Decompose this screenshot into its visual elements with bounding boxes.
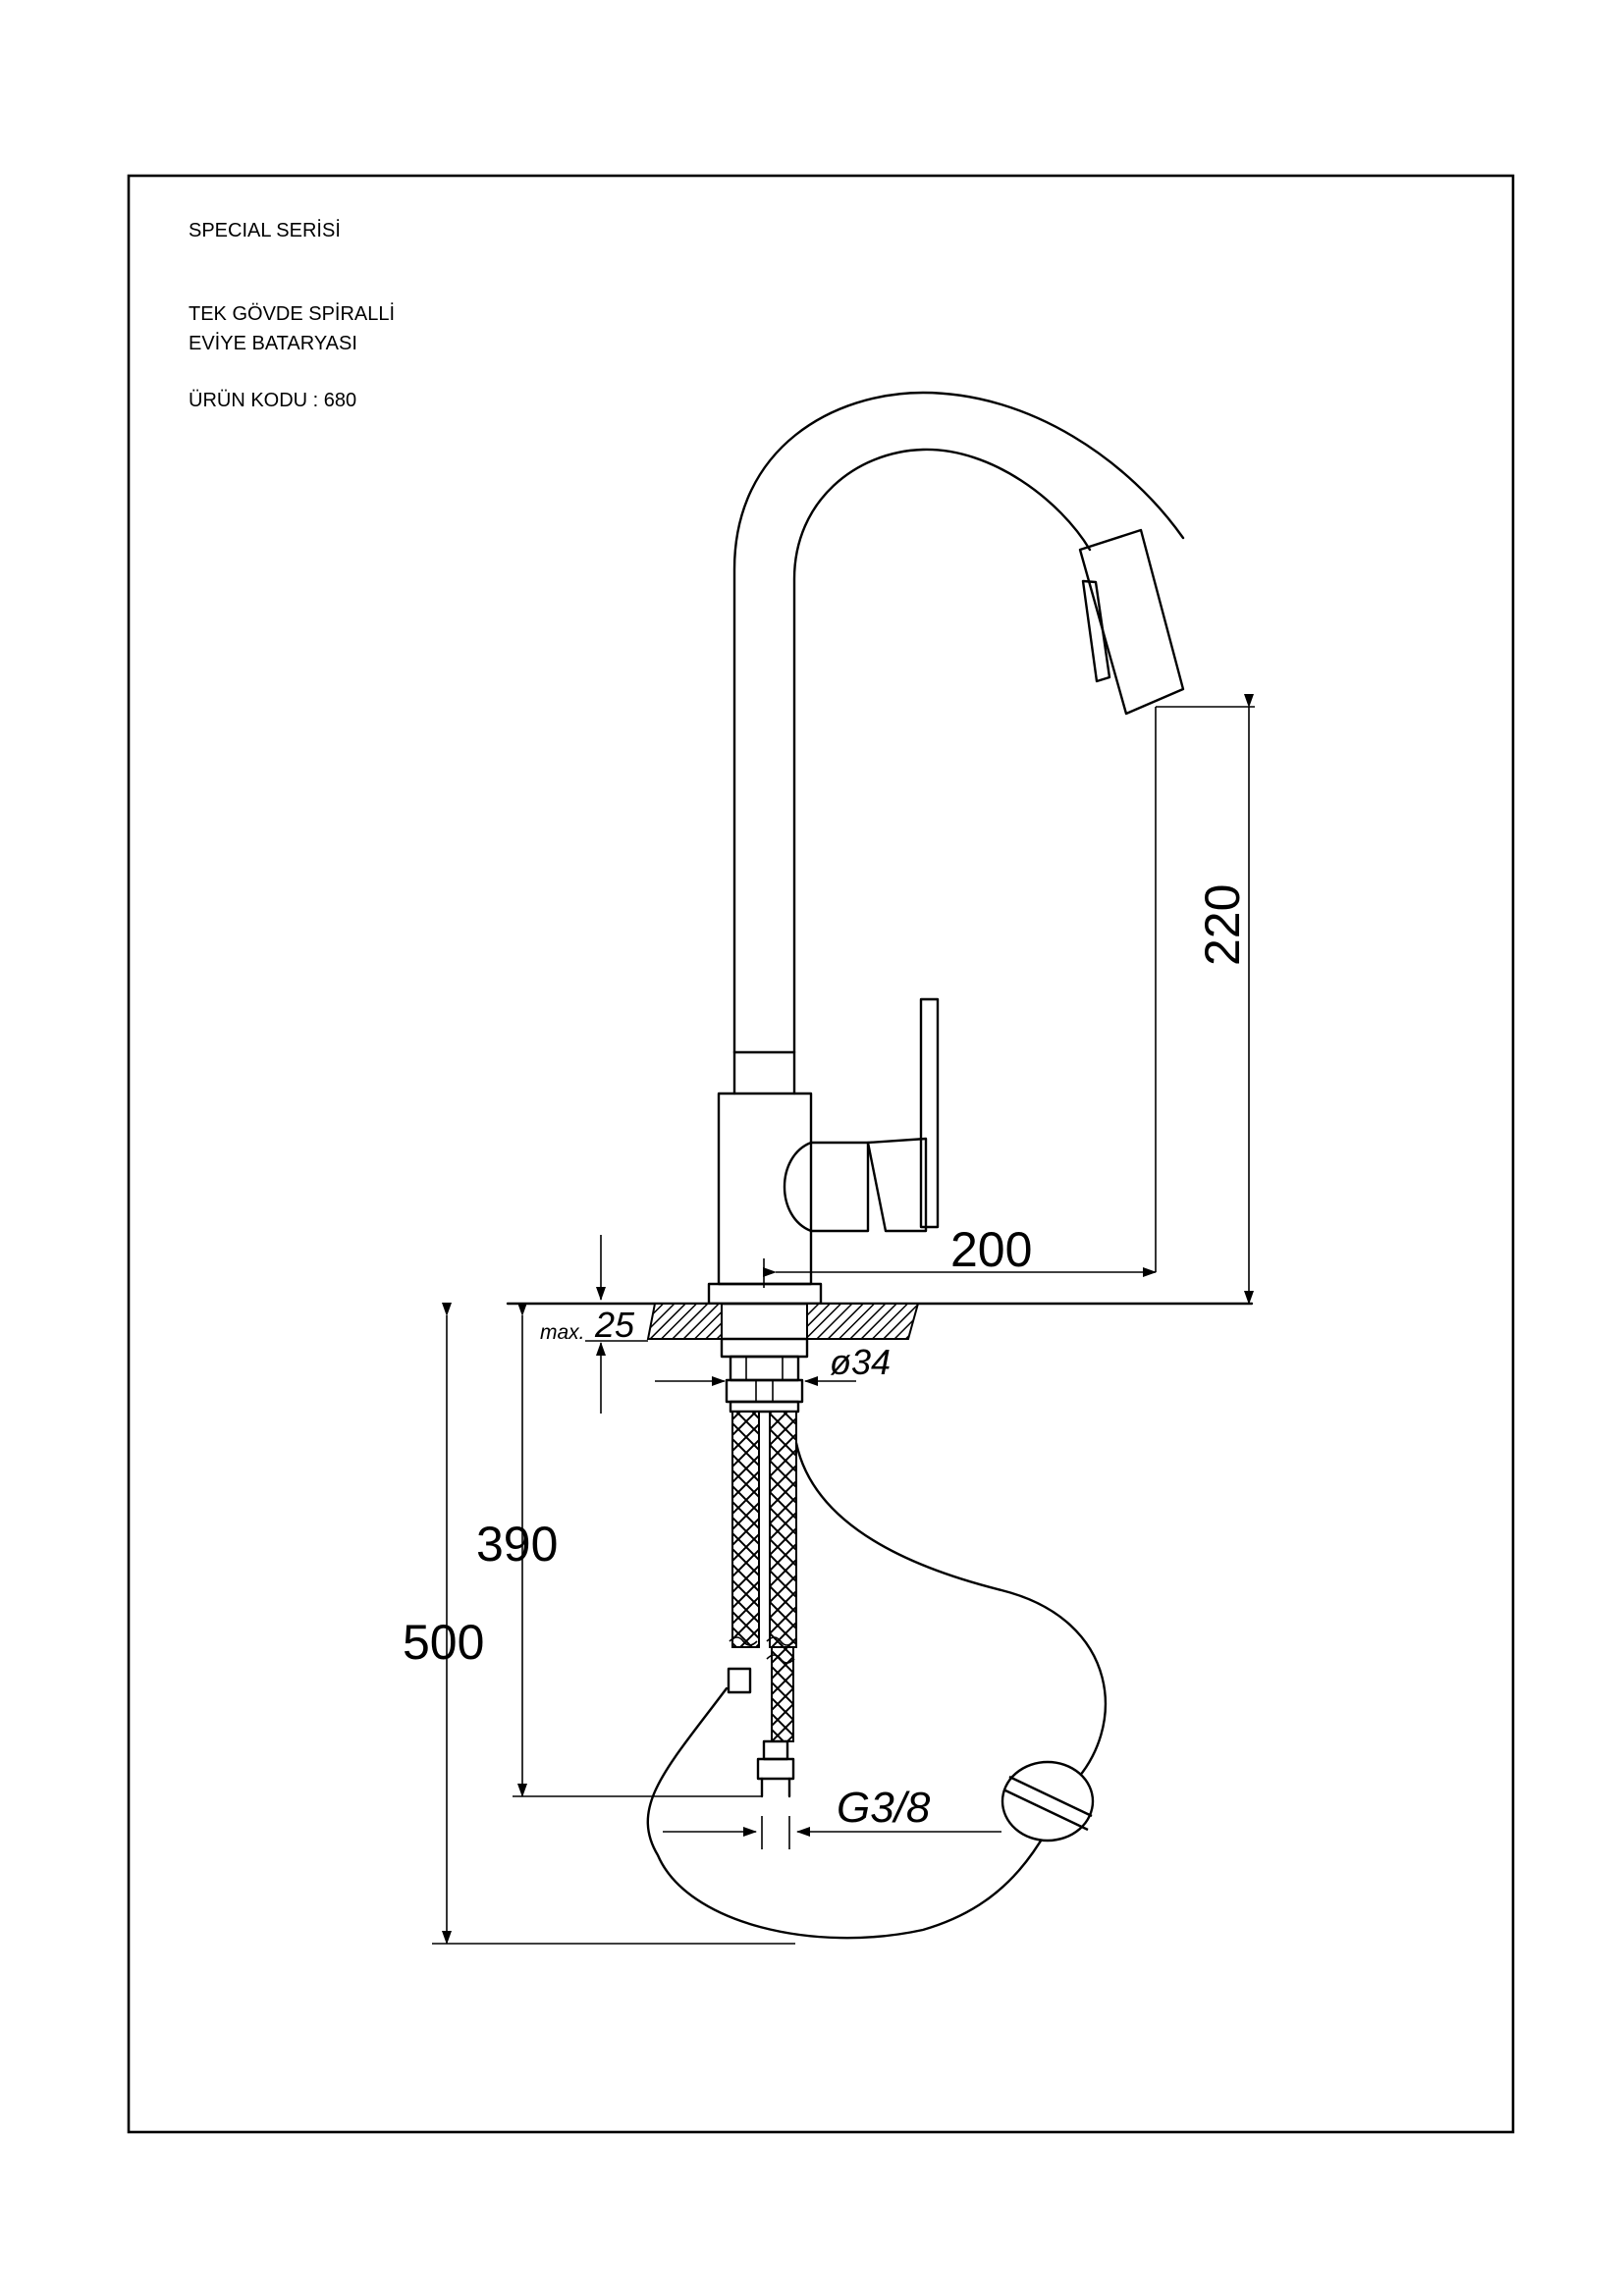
spout-outer xyxy=(732,391,1185,1054)
flexible-hoses xyxy=(727,1411,797,1798)
product-name-line2: EVİYE BATARYASI xyxy=(189,332,357,354)
dim-hose-length: 390 xyxy=(476,1303,762,1797)
label-spout-height: 220 xyxy=(1195,884,1250,966)
drawing-frame xyxy=(127,174,1515,2134)
base-ring xyxy=(707,1282,823,1306)
dim-total-depth: 500 xyxy=(403,1303,795,1945)
product-code: ÜRÜN KODU : 680 xyxy=(189,390,356,411)
label-total-depth: 500 xyxy=(403,1615,484,1670)
label-hose-length: 390 xyxy=(476,1517,558,1572)
dim-spout-reach: 200 xyxy=(763,1222,1157,1288)
label-max: max. xyxy=(540,1321,585,1344)
faucet-body xyxy=(717,1092,813,1286)
spout-inner xyxy=(792,448,1092,1054)
mounting-shank xyxy=(720,1337,809,1414)
lever-handle xyxy=(866,997,940,1233)
dim-max-counter: max. 25 xyxy=(540,1235,648,1414)
label-connection-thread: G3/8 xyxy=(837,1784,931,1832)
hose-weight xyxy=(1001,1760,1095,1842)
label-shank-diameter: ø34 xyxy=(830,1342,891,1382)
label-max-value: 25 xyxy=(594,1305,635,1345)
faucet xyxy=(707,391,1185,1306)
dim-connection-thread: G3/8 xyxy=(663,1784,1001,1849)
label-spout-reach: 200 xyxy=(950,1222,1032,1277)
cartridge-housing xyxy=(783,1141,870,1233)
series-title: SPECIAL SERİSİ xyxy=(189,219,341,241)
spray-head xyxy=(1078,528,1185,716)
countertop xyxy=(506,1302,1254,1340)
product-name-line1: TEK GÖVDE SPİRALLİ xyxy=(189,302,395,325)
dim-shank-diameter: ø34 xyxy=(655,1342,891,1386)
dim-spout-height: 220 xyxy=(1155,694,1255,1305)
pull-out-hose-loop xyxy=(646,1441,1108,1940)
